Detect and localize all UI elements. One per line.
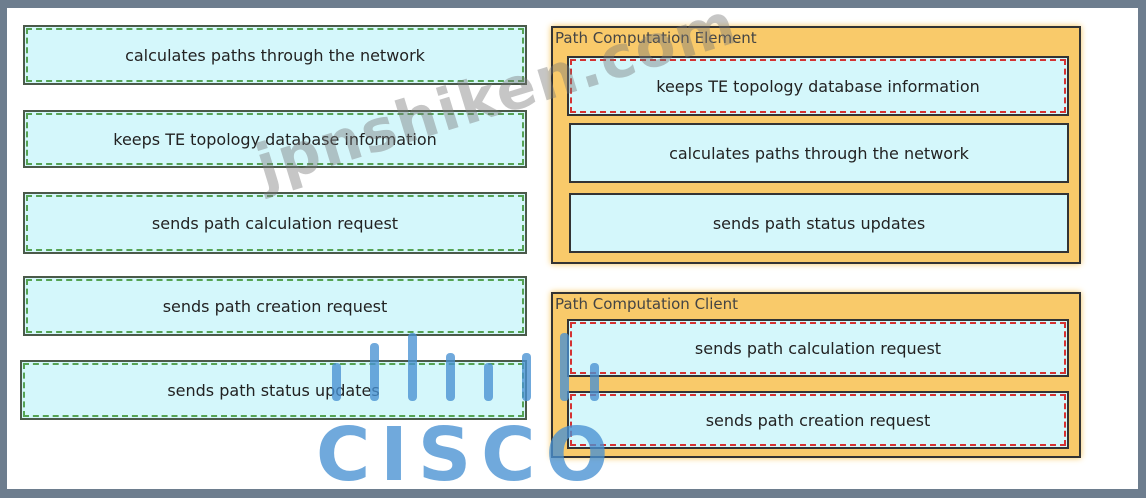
source-item-sends-path-status[interactable]: sends path status updates	[20, 360, 527, 420]
source-item-keeps-te-topology[interactable]: keeps TE topology database information	[23, 110, 527, 168]
source-item-sends-path-calculation[interactable]: sends path calculation request	[23, 192, 527, 254]
pce-item-calculates-paths[interactable]: calculates paths through the network	[569, 123, 1069, 183]
pce-item-keeps-te-topology[interactable]: keeps TE topology database information	[567, 56, 1069, 116]
pcc-item-sends-path-calculation[interactable]: sends path calculation request	[567, 319, 1069, 377]
pce-drop-zone[interactable]: Path Computation Element keeps TE topolo…	[551, 26, 1081, 264]
pcc-title: Path Computation Client	[555, 295, 739, 313]
pcc-drop-zone[interactable]: Path Computation Client sends path calcu…	[551, 292, 1081, 458]
pcc-item-sends-path-creation[interactable]: sends path creation request	[567, 391, 1069, 449]
pce-item-sends-path-status[interactable]: sends path status updates	[569, 193, 1069, 253]
pce-title: Path Computation Element	[555, 29, 757, 47]
source-item-sends-path-creation[interactable]: sends path creation request	[23, 276, 527, 336]
source-item-calculates-paths[interactable]: calculates paths through the network	[23, 25, 527, 85]
